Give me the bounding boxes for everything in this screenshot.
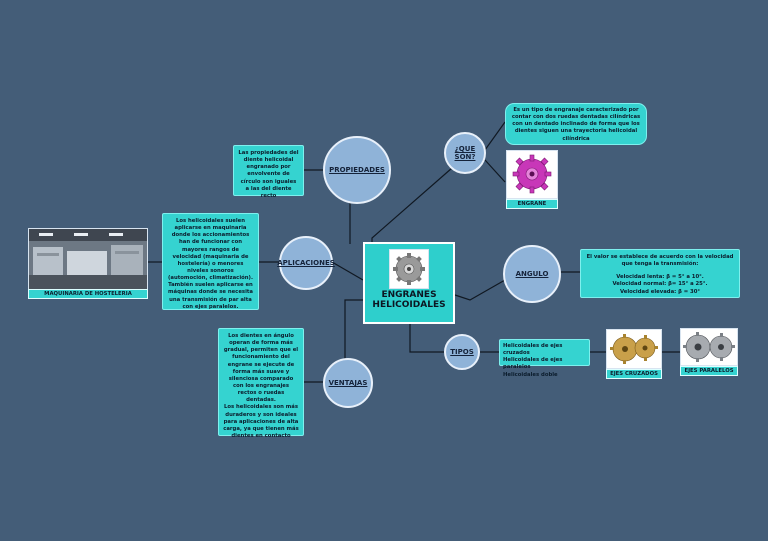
center-gear-image xyxy=(389,249,429,289)
central-topic[interactable]: ENGRANES HELICOIDALES xyxy=(363,242,455,324)
engrane-image xyxy=(506,150,558,199)
angulo-line-1: Velocidad lenta: β = 5° a 10°. xyxy=(585,274,735,281)
silver-gears-icon xyxy=(681,329,737,365)
ventajas-text-1: Los dientes en ángulo operan de forma má… xyxy=(223,333,299,404)
magenta-gear-icon xyxy=(507,151,557,198)
ejes-cruzados-caption: EJES CRUZADOS xyxy=(606,369,662,379)
node-ventajas[interactable]: VENTAJAS xyxy=(323,358,373,408)
central-title: ENGRANES HELICOIDALES xyxy=(365,291,453,311)
hosteleria-caption: MAQUINARIA DE HOSTELERIA xyxy=(28,289,148,299)
gear-icon xyxy=(390,250,428,288)
gold-gears-icon xyxy=(607,330,661,368)
hosteleria-image xyxy=(28,228,148,290)
angulo-text: El valor se establece de acuerdo con la … xyxy=(580,249,740,298)
ventajas-text: Los dientes en ángulo operan de forma má… xyxy=(218,328,304,436)
tipos-line-2: Helicoidales de ejes paralelos xyxy=(503,357,586,371)
engrane-caption: ENGRANE xyxy=(506,199,558,209)
angulo-intro: El valor se establece de acuerdo con la … xyxy=(585,254,735,268)
angulo-line-2: Velocidad normal: β= 15° a 25°. xyxy=(585,281,735,288)
tipos-line-3: Helicoidales doble xyxy=(503,372,586,379)
propiedades-text: Las propiedades del diente helicoidal en… xyxy=(233,145,304,196)
node-aplicaciones[interactable]: APLICACIONES xyxy=(279,236,333,290)
ejes-cruzados-image xyxy=(606,329,662,369)
aplicaciones-text: Los helicoidales suelen aplicarse en maq… xyxy=(162,213,259,310)
node-propiedades[interactable]: PROPIEDADES xyxy=(323,136,391,204)
node-tipos[interactable]: TIPOS xyxy=(444,334,480,370)
ejes-paralelos-image xyxy=(680,328,738,366)
ejes-paralelos-caption: EJES PARALELOS xyxy=(680,366,738,376)
tipos-text: Helicoidales de ejes cruzados Helicoidal… xyxy=(499,339,590,366)
tipos-line-1: Helicoidales de ejes cruzados xyxy=(503,343,586,357)
ventajas-text-2: Los helicoidales son más duraderos y son… xyxy=(223,404,299,440)
node-que-son[interactable]: ¿QUE SON? xyxy=(444,132,486,174)
que-son-text: Es un tipo de engranaje caracterizado po… xyxy=(505,103,647,145)
kitchen-icon xyxy=(29,229,147,289)
node-angulo[interactable]: ANGULO xyxy=(503,245,561,303)
angulo-line-3: Velocidad elevada: β = 30° xyxy=(585,289,735,296)
